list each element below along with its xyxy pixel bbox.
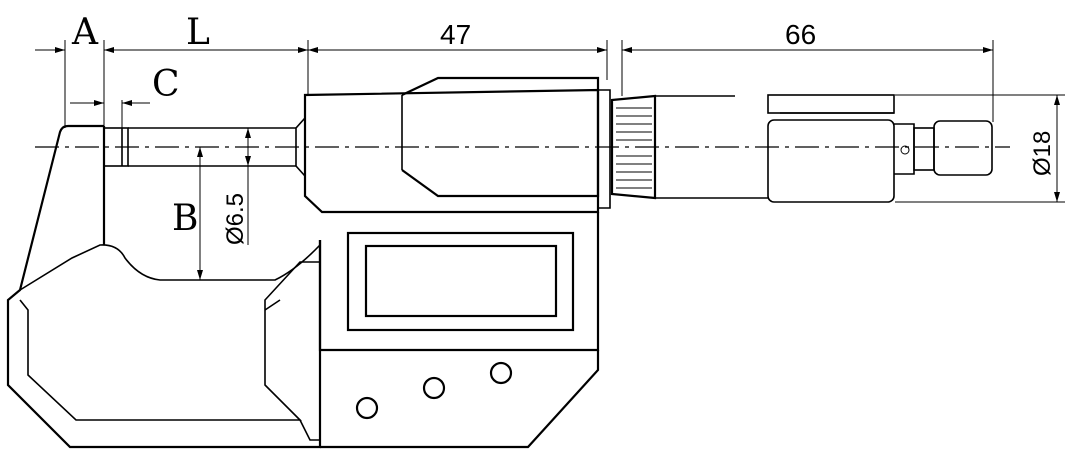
- dimension-c: [70, 100, 150, 128]
- button-panel: [318, 212, 600, 449]
- frame-inner: [19, 244, 321, 441]
- lcd-display: [346, 231, 575, 332]
- dimension-lines-top: [35, 40, 994, 128]
- label-66: 66: [785, 19, 816, 50]
- label-a: A: [71, 12, 99, 53]
- button-1[interactable]: [355, 396, 379, 420]
- label-thimble-dia: Ø18: [1029, 131, 1056, 176]
- dimension-b: [197, 147, 203, 280]
- dimension-spindle-dia: [245, 128, 251, 245]
- label-l: L: [186, 12, 210, 53]
- frame-outer: [6, 124, 322, 449]
- button-3[interactable]: [489, 361, 513, 385]
- spindle: [103, 115, 306, 179]
- dimension-thimble-dia: [895, 94, 1065, 203]
- knurled-grip: [767, 94, 895, 203]
- sleeve-body: [303, 76, 611, 214]
- label-47: 47: [440, 19, 471, 50]
- label-spindle-dia: Ø6.5: [222, 193, 249, 245]
- thimble: [610, 94, 768, 200]
- label-c: C: [152, 64, 180, 105]
- label-b: B: [172, 198, 198, 239]
- button-2[interactable]: [422, 376, 446, 400]
- ratchet: [894, 120, 993, 176]
